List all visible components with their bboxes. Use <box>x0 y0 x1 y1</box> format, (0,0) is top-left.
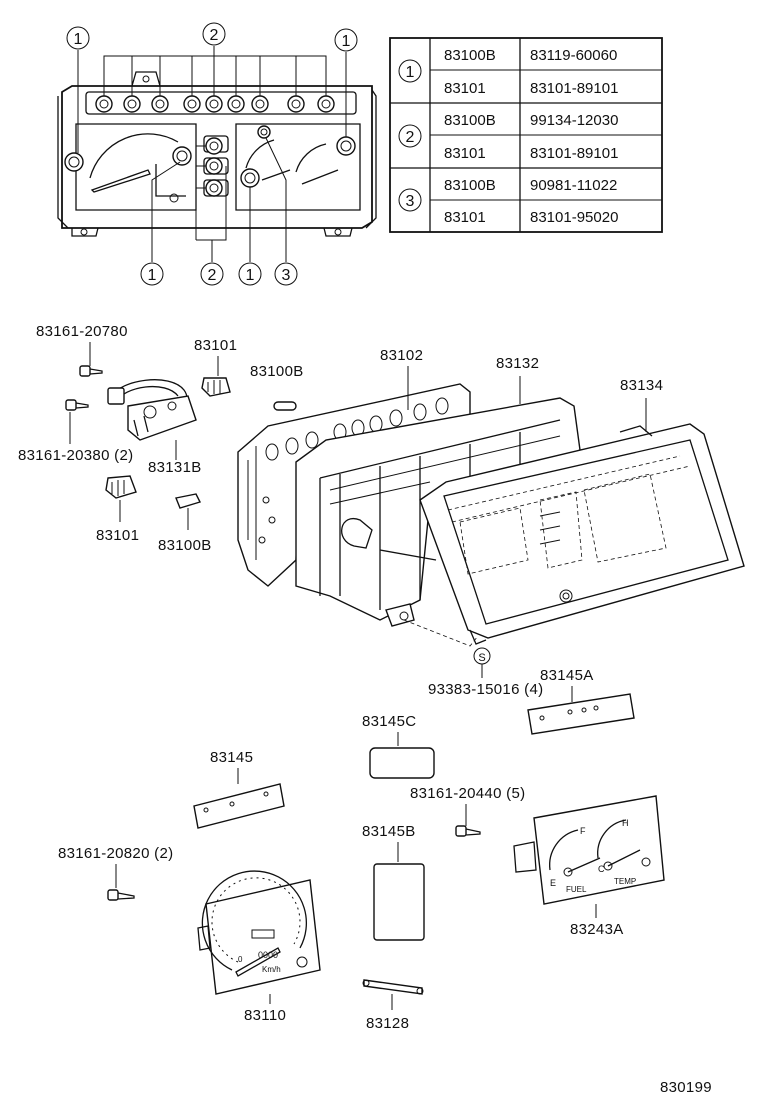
label-83100B-bottom: 83100B <box>158 537 212 554</box>
label-83145B: 83145B <box>362 823 416 840</box>
screw-icon <box>65 399 89 411</box>
callout-2-top: 2 <box>210 27 219 44</box>
screw-icon <box>455 825 481 837</box>
label-83131B: 83131B <box>148 459 202 476</box>
lens-83145B <box>373 863 425 941</box>
callout-2-bottom: 2 <box>208 267 217 284</box>
label-83132: 83132 <box>496 355 539 372</box>
callout-1-bottom-b: 1 <box>246 267 255 284</box>
table-group-2: 2 <box>406 129 415 146</box>
speedo-odometer: 0000 <box>258 950 278 960</box>
label-83161-20780: 83161-20780 <box>36 323 128 340</box>
shaft-83128 <box>362 979 424 995</box>
label-83102: 83102 <box>380 347 423 364</box>
table-cell: 83101-89101 <box>530 145 618 162</box>
table-group-1: 1 <box>406 64 415 81</box>
bulb-socket-icon <box>105 475 137 499</box>
table-cell: 83100B <box>444 177 496 194</box>
table-group-3: 3 <box>406 193 415 210</box>
small-parts-left: 83161-20780 83101 83100B <box>18 323 304 554</box>
gauge-83243A: E F C H FUEL TEMP <box>513 795 665 905</box>
callout-1-top-right: 1 <box>342 33 351 50</box>
label-83145C: 83145C <box>362 713 416 730</box>
label-83100B-top: 83100B <box>250 363 304 380</box>
table-cell: 99134-12030 <box>530 112 618 129</box>
screw-icon <box>79 365 103 377</box>
label-83128: 83128 <box>366 1015 409 1032</box>
lower-parts: 83145A 83145C 83145 83161-20440 (5) <box>58 667 665 1032</box>
bulb-icon <box>273 401 297 411</box>
table-cell: 83100B <box>444 112 496 129</box>
part-number-table: 1 2 3 83100B 83119-60060 83101 83101-891… <box>389 37 663 233</box>
table-cell: 90981-11022 <box>530 177 617 194</box>
gauge-fuel-label: FUEL <box>566 885 587 894</box>
table-cell: 83101 <box>444 80 486 97</box>
hood-83134 <box>419 423 745 645</box>
plate-83145A <box>527 693 635 735</box>
label-83101-top: 83101 <box>194 337 237 354</box>
label-83101-bottom: 83101 <box>96 527 139 544</box>
plate-83145 <box>193 783 285 829</box>
gauge-temp-label: TEMP <box>614 877 636 886</box>
bulb-icon <box>175 493 201 509</box>
label-83145A: 83145A <box>540 667 594 684</box>
label-83161-20820: 83161-20820 (2) <box>58 845 173 862</box>
speedo-unit: Km/h <box>262 965 281 974</box>
screw-s-mark: S <box>478 652 485 664</box>
bulb-socket-icon <box>201 377 231 397</box>
callout-1-top-left: 1 <box>74 31 83 48</box>
callout-1-bottom-a: 1 <box>148 267 157 284</box>
speedometer-83110: 0 0000 Km/h <box>197 870 321 995</box>
label-83161-20380: 83161-20380 (2) <box>18 447 133 464</box>
table-cell: 83119-60060 <box>530 47 617 64</box>
gauge-h-mark: H <box>622 818 629 828</box>
housing-assembly: 83102 83132 <box>237 347 745 698</box>
screw-icon <box>107 889 135 901</box>
speedo-zero: 0 <box>238 955 243 964</box>
label-83243A: 83243A <box>570 921 624 938</box>
callout-3-bottom: 3 <box>282 267 291 284</box>
table-cell: 83101-89101 <box>530 80 618 97</box>
label-83145: 83145 <box>210 749 253 766</box>
table-cell: 83101 <box>444 145 486 162</box>
wire-harness <box>107 379 197 441</box>
label-83110: 83110 <box>244 1007 286 1024</box>
diagram-id: 830199 <box>660 1079 712 1096</box>
label-83134: 83134 <box>620 377 663 394</box>
gauge-f-mark: F <box>580 826 586 836</box>
cluster-front-view: 1 2 1 1 2 1 3 <box>57 22 377 286</box>
gauge-c-mark: C <box>598 864 605 874</box>
label-93383-15016: 93383-15016 (4) <box>428 681 543 698</box>
lens-83145C <box>369 747 435 779</box>
table-cell: 83101 <box>444 209 486 226</box>
label-83161-20440: 83161-20440 (5) <box>410 785 525 802</box>
table-cell: 83101-95020 <box>530 209 618 226</box>
table-cell: 83100B <box>444 47 496 64</box>
gauge-e-mark: E <box>550 878 556 888</box>
